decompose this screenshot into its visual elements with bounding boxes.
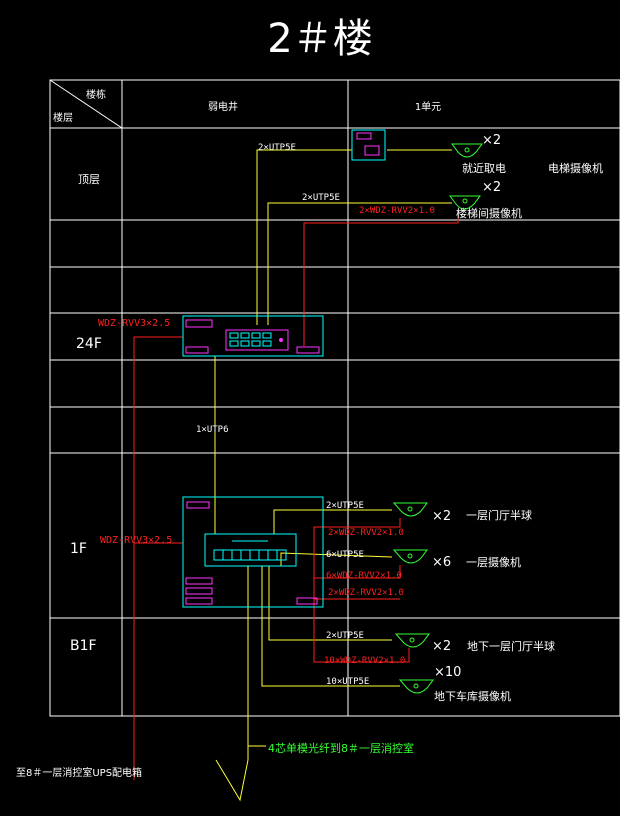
power-label-1f-2: 6×WDZ-RVV2×1.0	[326, 571, 402, 581]
qty-1f-1: ×2	[432, 509, 451, 524]
floor-label-b1f: B1F	[70, 638, 97, 654]
floor24-switch-cabinet	[182, 315, 324, 357]
floor-grid	[49, 79, 620, 717]
top-junction-box	[351, 129, 386, 161]
floor-label-1f: 1F	[70, 541, 87, 557]
floor1-camera-icon	[392, 549, 428, 564]
lobby-dome-camera-icon	[392, 502, 428, 517]
power-label-1f-1: 2×WDZ-RVV2×1.0	[328, 528, 404, 538]
cable-label-b1-1: 2×UTP5E	[326, 631, 364, 641]
cable-label-top-a: 2×UTP5E	[258, 143, 296, 153]
qty-b1-2: ×10	[434, 665, 461, 680]
device-label-stairwell-camera: 楼梯间摄像机	[456, 206, 522, 220]
fiber-break-symbol	[215, 759, 249, 802]
device-label-b1-dome: 地下一层门厅半球	[467, 639, 555, 653]
device-label-floor1-camera: 一层摄像机	[466, 555, 521, 569]
power-label-24f: WDZ-RVV3×2.5	[98, 318, 170, 329]
stairwell-camera-icon	[449, 195, 481, 210]
power-label-1f: WDZ-RVV3×2.5	[100, 535, 172, 546]
ups-label: 至8＃一层消控室UPS配电箱	[16, 766, 142, 779]
qty-1f-2: ×6	[432, 555, 451, 570]
b1-dome-camera-icon	[394, 633, 430, 648]
qty-b1-1: ×2	[432, 639, 451, 654]
power-label-b1-1: 10×WDZ-RVV2×1.0	[324, 656, 405, 666]
device-label-lobby-dome: 一层门厅半球	[466, 508, 532, 522]
header-unit: 1单元	[415, 101, 441, 113]
power-label-top-b: 2×WDZ-RVV2×1.0	[359, 206, 435, 216]
device-label-elevator-camera: 电梯摄像机	[548, 161, 603, 175]
floor-label-top: 顶层	[78, 173, 100, 186]
floor-label-24f: 24F	[76, 336, 102, 352]
fiber-label: 4芯单模光纤到8＃一层消控室	[268, 741, 414, 755]
cable-label-1f-2: 6×UTP5E	[326, 550, 364, 560]
cable-label-b1-2: 10×UTP5E	[326, 677, 369, 687]
elevator-camera-icon	[451, 143, 483, 158]
red-power-lines	[133, 210, 459, 780]
power-label-1f-3: 2×WDZ-RVV2×1.0	[328, 588, 404, 598]
qty-top-a: ×2	[482, 133, 501, 148]
qty-top-b: ×2	[482, 180, 501, 195]
cable-label-top-b: 2×UTP5E	[302, 193, 340, 203]
device-label-nearby-power: 就近取电	[462, 161, 506, 175]
yellow-cabling	[214, 149, 452, 760]
cable-label-1f-1: 2×UTP5E	[326, 501, 364, 511]
header-floor: 楼层	[53, 111, 73, 124]
header-weak-shaft: 弱电井	[208, 100, 238, 113]
page-title: 2＃楼	[267, 16, 372, 62]
floor1-switch-cabinet	[182, 496, 324, 608]
uplink-label: 1×UTP6	[196, 425, 229, 435]
header-building: 楼栋	[86, 88, 106, 101]
garage-camera-icon	[398, 679, 434, 694]
device-label-garage-camera: 地下车库摄像机	[434, 689, 511, 703]
